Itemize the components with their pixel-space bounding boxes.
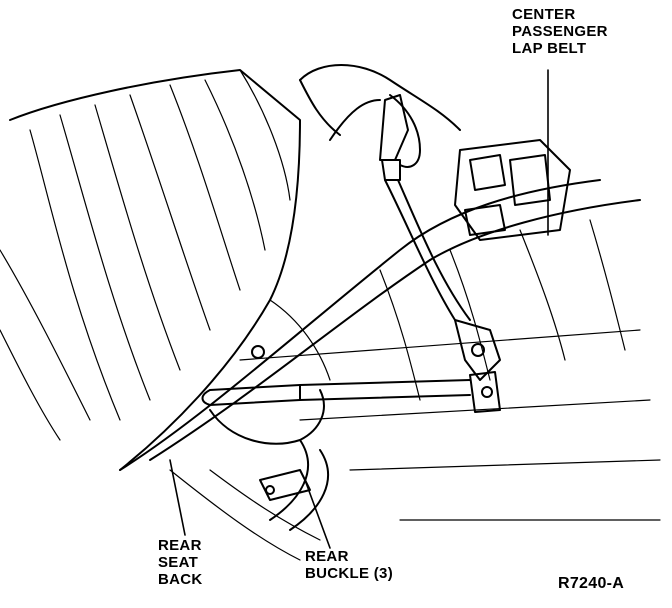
leader-rear-buckle bbox=[304, 479, 331, 549]
label-rear-seat-back: REAR SEAT BACK bbox=[158, 537, 203, 588]
leader-lines bbox=[169, 69, 549, 549]
leader-rear-seat-back bbox=[169, 459, 186, 536]
seat-cushion-drawing bbox=[119, 179, 661, 561]
rear-seat-back-drawing bbox=[0, 69, 301, 471]
label-center-passenger-lap-belt: CENTER PASSENGER LAP BELT bbox=[512, 6, 608, 57]
figure-code: R7240-A bbox=[558, 575, 625, 592]
center-buckle-drawing bbox=[454, 139, 571, 241]
wrench-drawing bbox=[201, 94, 501, 413]
label-line: REAR bbox=[305, 548, 349, 565]
label-line: LAP BELT bbox=[512, 40, 587, 57]
label-rear-buckle: REAR BUCKLE (3) bbox=[305, 548, 393, 582]
label-line: BUCKLE (3) bbox=[305, 565, 393, 582]
label-line: BACK bbox=[158, 571, 203, 588]
label-line: PASSENGER bbox=[512, 23, 608, 40]
label-line: SEAT bbox=[158, 554, 199, 571]
label-line: CENTER bbox=[512, 6, 576, 23]
label-line: REAR bbox=[158, 537, 202, 554]
rear-buckle-drawing bbox=[209, 345, 330, 531]
hand-drawing bbox=[299, 64, 461, 168]
